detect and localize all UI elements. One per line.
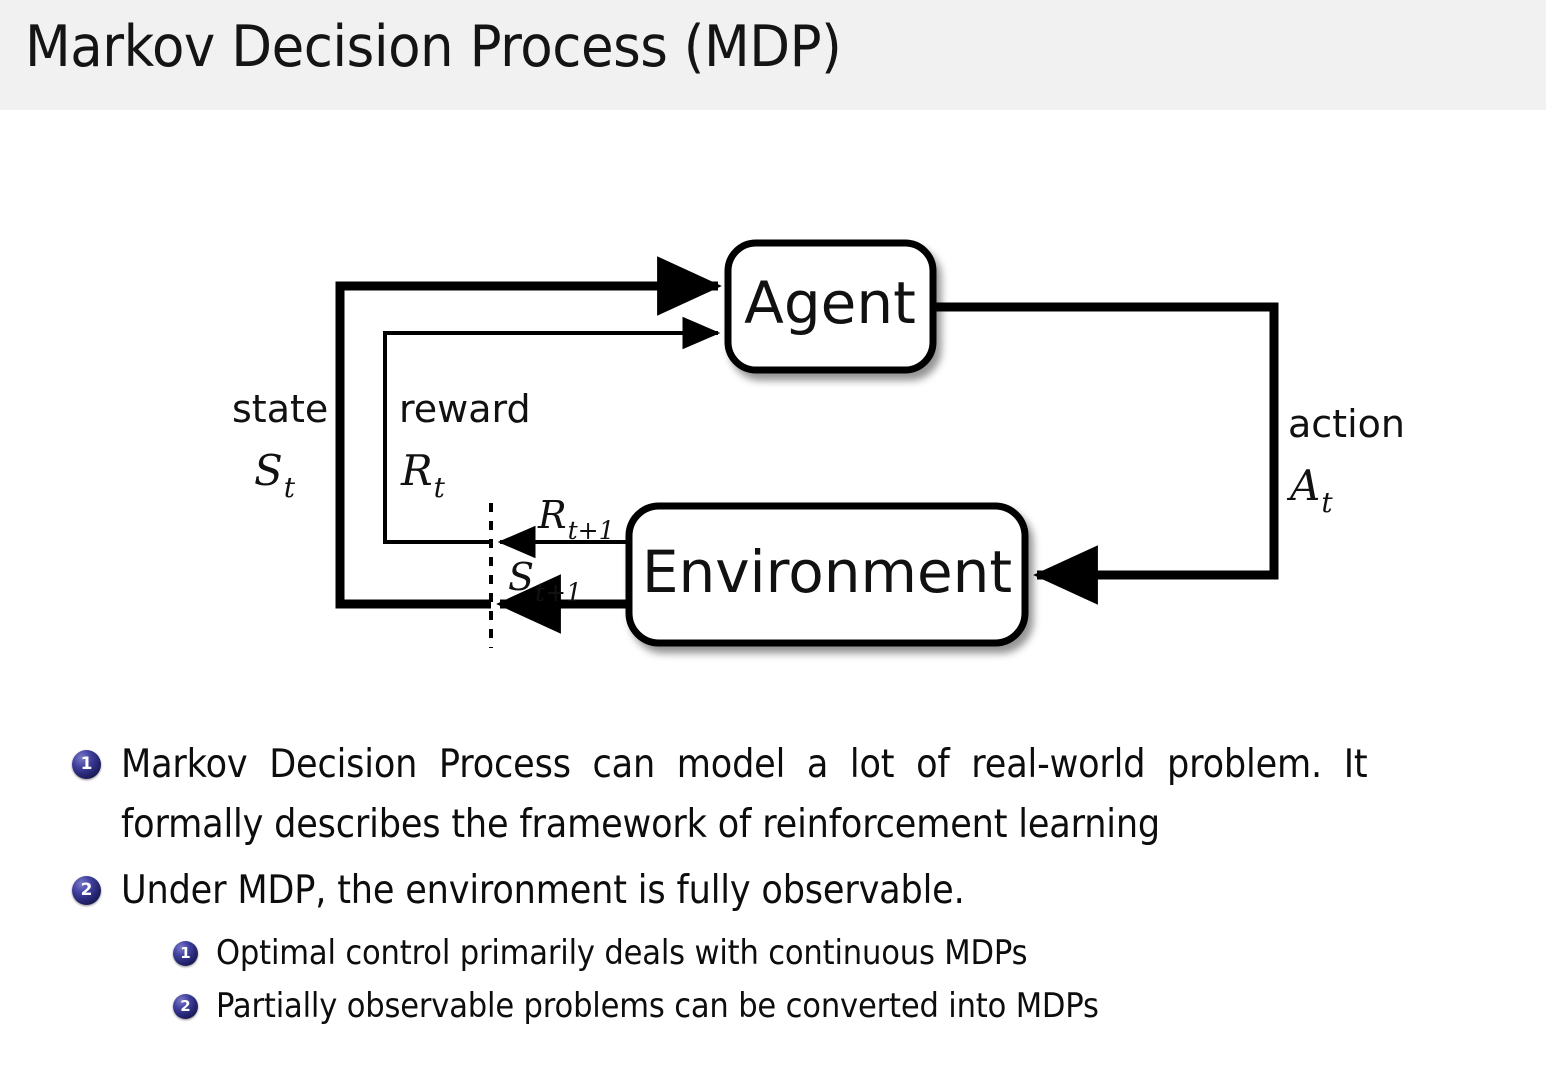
bullet-list: 1 Markov Decision Process can model a lo… [0, 735, 1546, 1080]
bullet-text: Under MDP, the environment is fully obse… [121, 868, 965, 913]
reward-path [383, 316, 721, 544]
sub-bullet-number-marker: 2 [173, 994, 198, 1019]
action-path [933, 302, 1279, 605]
environment-node: Environment [625, 502, 1029, 647]
list-item: 2 Under MDP, the environment is fully ob… [0, 861, 1546, 921]
sub-bullet-text: Optimal control primarily deals with con… [216, 933, 1028, 973]
action-label-word: action [1288, 402, 1405, 446]
environment-box [625, 502, 1029, 647]
page-title: Markov Decision Process (MDP) [25, 14, 842, 80]
sub-list-item: 2 Partially observable problems can be c… [0, 980, 1546, 1033]
state-next-label: St+1 [508, 555, 582, 607]
action-label-group: action At [1286, 402, 1405, 519]
environment-label: Environment [642, 538, 1012, 606]
slide-header-band: Markov Decision Process (MDP) [0, 0, 1546, 110]
state-label-symbol: St [254, 446, 296, 504]
state-label-group: state St [232, 387, 328, 504]
sub-list-item: 1 Optimal control primarily deals with c… [0, 927, 1546, 980]
mdp-diagram: Agent Environment state St reward Rt [0, 110, 1546, 730]
reward-label-symbol: Rt [400, 446, 446, 504]
agent-label: Agent [744, 269, 916, 337]
bullet-number-marker: 2 [72, 876, 101, 905]
sub-bullet-number-marker: 1 [173, 941, 198, 966]
action-label-symbol: At [1286, 461, 1333, 519]
reward-label-group: reward Rt [399, 387, 531, 504]
state-label-word: state [232, 387, 328, 431]
sub-bullet-list: 1 Optimal control primarily deals with c… [0, 927, 1546, 1033]
agent-node: Agent [724, 239, 937, 374]
state-path [335, 256, 722, 609]
bullet-number-marker: 1 [72, 750, 101, 779]
list-item: 1 Markov Decision Process can model a lo… [0, 735, 1546, 855]
reward-label-word: reward [399, 387, 531, 431]
reward-next-label: Rt+1 [537, 493, 615, 545]
bullet-text: Markov Decision Process can model a lot … [121, 742, 1368, 847]
sub-bullet-text: Partially observable problems can be con… [216, 986, 1099, 1026]
